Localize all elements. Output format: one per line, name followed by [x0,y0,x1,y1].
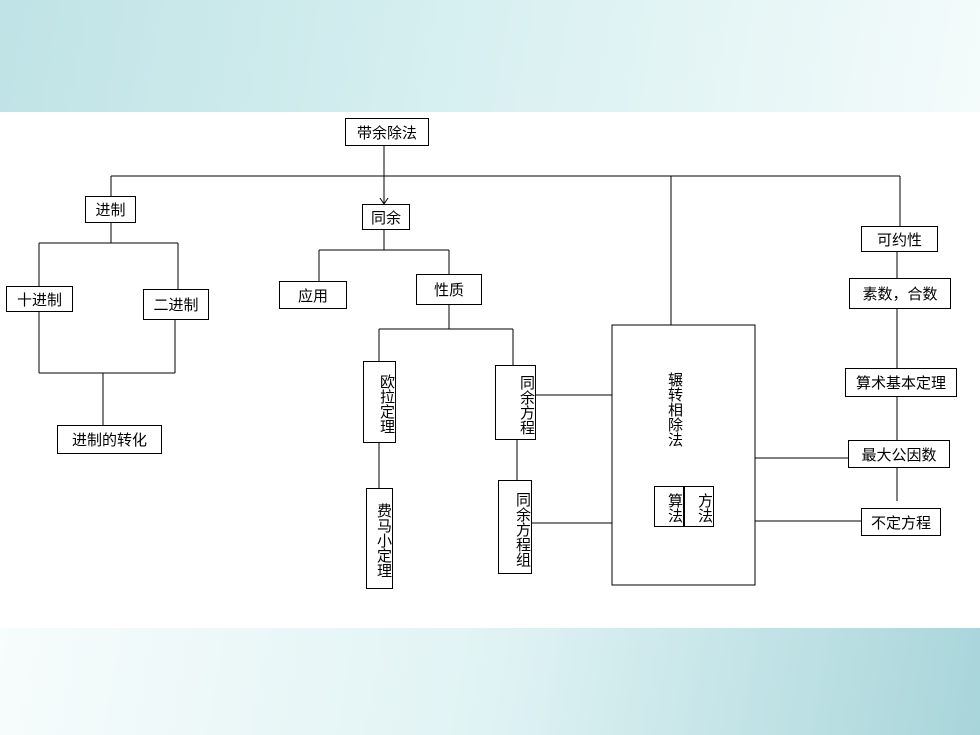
node-jinzhi: 进制 [85,196,136,223]
node-erjinzhi: 二进制 [143,289,209,320]
diagram-panel [0,112,980,628]
node-tongyu-fangcheng: 同余方程 [495,365,536,440]
node-fangfa: 方法 [684,486,714,527]
node-sushu: 素数，合数 [849,278,951,309]
node-gongyinshu: 最大公因数 [848,440,950,468]
node-suanfa: 算法 [654,486,684,527]
node-zhuanhua: 进制的转化 [57,425,162,454]
node-shijinzhi: 十进制 [6,286,73,312]
euclid-box-frame [611,324,756,586]
bottom-decorative-band [0,628,980,735]
node-xingzhi: 性质 [416,274,482,305]
node-yingyong: 应用 [279,281,347,309]
node-jiben: 算术基本定理 [845,368,957,397]
node-keyuexing: 可约性 [861,226,938,252]
node-zhanzhuan: 辗转相除法 [666,372,684,447]
node-tongyu: 同余 [362,204,410,230]
node-oula: 欧拉定理 [363,361,396,443]
top-decorative-band [0,0,980,112]
node-budingfangcheng: 不定方程 [861,508,941,536]
node-feima: 费马小定理 [366,488,393,589]
node-tongyu-fangchengzu: 同余方程组 [498,480,532,574]
node-root: 带余除法 [345,118,429,146]
